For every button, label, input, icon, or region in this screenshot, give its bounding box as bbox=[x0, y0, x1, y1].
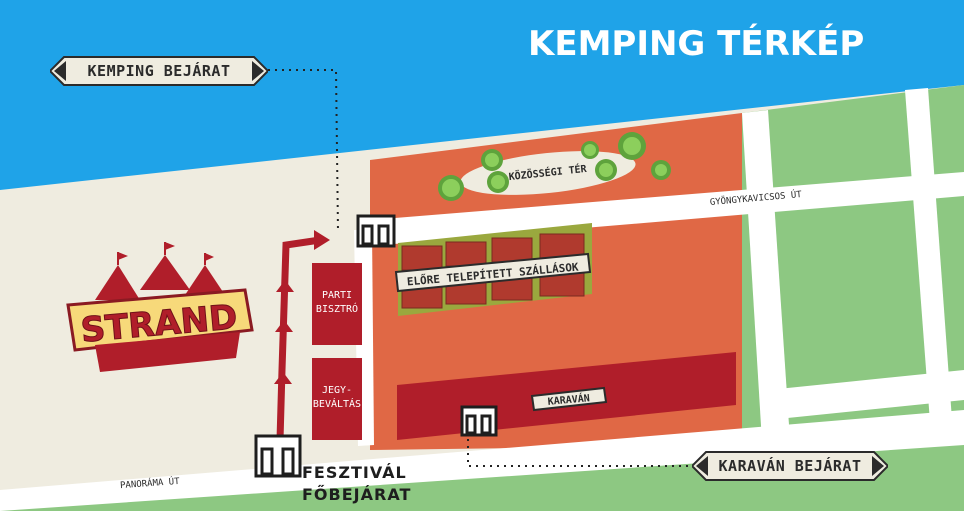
tree-icon bbox=[595, 159, 617, 181]
map-title: KEMPING TÉRKÉP bbox=[528, 24, 865, 64]
ticket-label-line1: JEGY- bbox=[322, 385, 352, 396]
caravan-label: KARAVÁN bbox=[547, 391, 590, 408]
ticket-building bbox=[312, 358, 362, 440]
tree-icon bbox=[487, 171, 509, 193]
gate-icon[interactable] bbox=[460, 405, 498, 437]
arrow-icon bbox=[274, 372, 292, 384]
gate-icon[interactable] bbox=[254, 434, 302, 478]
gyongykavics-road bbox=[370, 172, 964, 246]
side-road-mid bbox=[742, 110, 790, 442]
tree-icon bbox=[581, 141, 599, 159]
gate-icon[interactable] bbox=[356, 214, 396, 248]
camping-entrance-connector bbox=[268, 69, 339, 233]
panorama-road bbox=[0, 410, 964, 511]
arrow-icon bbox=[275, 320, 293, 332]
side-road-right bbox=[905, 88, 952, 422]
circus-tent-icon bbox=[95, 242, 225, 300]
bistro-building bbox=[312, 263, 362, 345]
camping-entrance-tag: KEMPING BEJÁRAT bbox=[50, 55, 268, 87]
entry-path bbox=[276, 236, 321, 441]
bistro-label-line1: PARTI bbox=[322, 290, 352, 301]
bistro-label-line2: BISZTRÓ bbox=[316, 302, 358, 315]
caravan-banner bbox=[530, 386, 608, 412]
arrow-icon bbox=[314, 230, 330, 250]
grass-area-right bbox=[742, 85, 964, 445]
festival-main-line1: FESZTIVÁL bbox=[302, 463, 407, 482]
cross-road-right bbox=[768, 370, 964, 420]
tree-icon bbox=[618, 132, 646, 160]
ticket-label-line2: BEVÁLTÁS bbox=[313, 397, 361, 410]
tree-icon bbox=[651, 160, 671, 180]
caravan-entrance-label: KARAVÁN BEJÁRAT bbox=[718, 457, 862, 475]
prebuilt-banner bbox=[394, 252, 592, 293]
camping-entrance-label: KEMPING BEJÁRAT bbox=[87, 62, 231, 80]
arrow-icon bbox=[276, 280, 294, 292]
tree-icon bbox=[481, 149, 503, 171]
strand-logo: STRAND bbox=[66, 288, 254, 372]
festival-main-entrance: FESZTIVÁL FŐBEJÁRAT bbox=[302, 462, 411, 506]
caravan-entrance-tag: KARAVÁN BEJÁRAT bbox=[692, 450, 888, 482]
tree-icon bbox=[438, 175, 464, 201]
festival-main-line2: FŐBEJÁRAT bbox=[302, 485, 412, 504]
